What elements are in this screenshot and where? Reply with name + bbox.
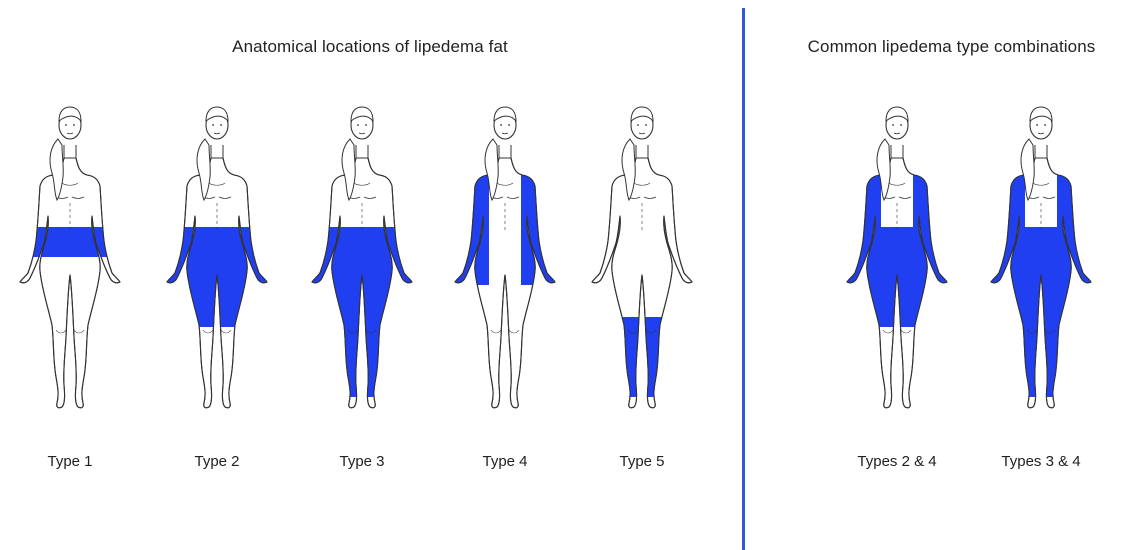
highlight-hips xyxy=(8,227,132,257)
body-svg xyxy=(300,85,424,435)
body-svg xyxy=(155,85,279,435)
highlight-left-arm xyxy=(979,173,1025,285)
right-panel-title: Common lipedema type combinations xyxy=(772,37,1131,57)
body-svg xyxy=(835,85,959,435)
body-figure-type-5 xyxy=(580,85,704,435)
body-svg xyxy=(580,85,704,435)
highlight-left-arm xyxy=(443,173,489,285)
left-panel-title: Anatomical locations of lipedema fat xyxy=(0,37,740,57)
figure-label-type-3: Type 3 xyxy=(300,453,424,470)
figure-label-type-5: Type 5 xyxy=(580,453,704,470)
figure-label-types-3-and-4: Types 3 & 4 xyxy=(979,453,1103,470)
body-figure-type-1 xyxy=(8,85,132,435)
highlight-hips-to-ankles xyxy=(979,227,1103,397)
highlight-right-arm xyxy=(521,173,567,285)
body-figure-type-2 xyxy=(155,85,279,435)
body-figure-types-2-and-4 xyxy=(835,85,959,435)
body-figure-types-3-and-4 xyxy=(979,85,1103,435)
highlight-lower-legs xyxy=(580,317,704,397)
figure-label-type-2: Type 2 xyxy=(155,453,279,470)
highlight-hips-to-ankles xyxy=(300,227,424,397)
figure-label-type-1: Type 1 xyxy=(8,453,132,470)
body-svg xyxy=(8,85,132,435)
highlight-right-arm xyxy=(1057,173,1103,285)
figure-label-type-4: Type 4 xyxy=(443,453,567,470)
highlight-left-arm xyxy=(835,173,881,285)
highlight-right-arm xyxy=(913,173,959,285)
panel-divider xyxy=(742,8,745,550)
body-svg xyxy=(443,85,567,435)
body-figure-type-4 xyxy=(443,85,567,435)
body-figure-type-3 xyxy=(300,85,424,435)
figure-label-types-2-and-4: Types 2 & 4 xyxy=(835,453,959,470)
body-svg xyxy=(979,85,1103,435)
